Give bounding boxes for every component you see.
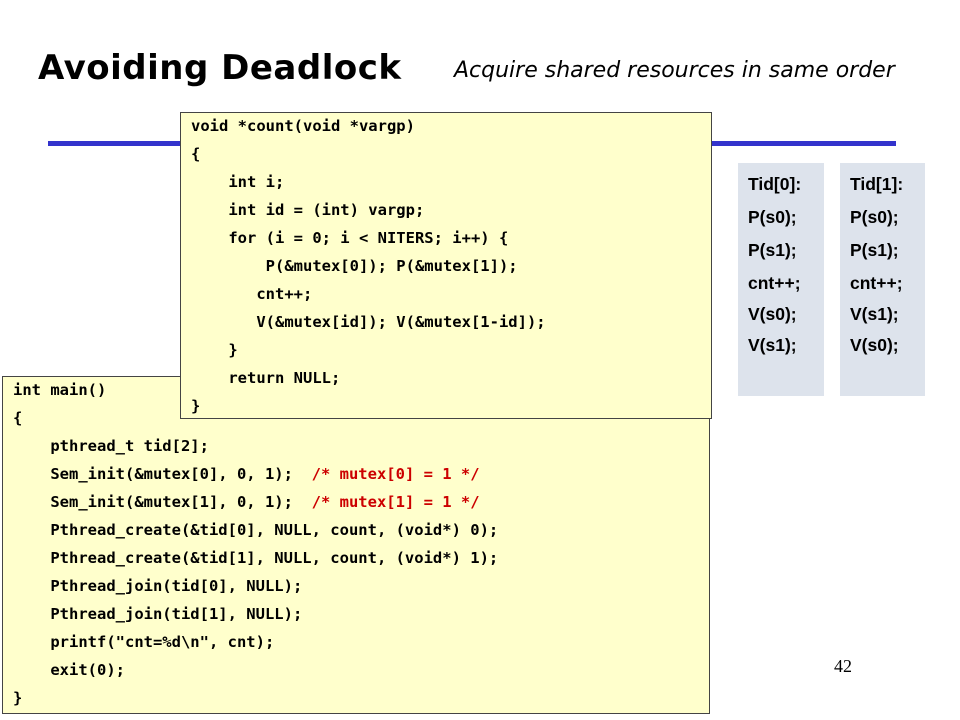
thread-op: V(s1); xyxy=(850,304,899,324)
code-line: int id = (int) vargp; xyxy=(191,201,425,219)
code-line: Pthread_join(tid[1], NULL); xyxy=(13,605,303,623)
code-line: } xyxy=(191,397,201,415)
code-line: Sem_init(&mutex[1], 0, 1); /* mutex[1] =… xyxy=(13,493,480,511)
code-line: Pthread_create(&tid[0], NULL, count, (vo… xyxy=(13,521,499,539)
thread-op: V(s1); xyxy=(748,335,797,355)
slide-subtitle: Acquire shared resources in same order xyxy=(454,58,895,83)
code-comment: /* mutex[1] = 1 */ xyxy=(311,493,480,511)
thread-op: cnt++; xyxy=(748,273,801,293)
code-line: { xyxy=(13,409,23,427)
slide-title: Avoiding Deadlock xyxy=(38,48,402,88)
code-line: V(&mutex[id]); V(&mutex[1-id]); xyxy=(191,313,546,331)
thread-op: P(s1); xyxy=(850,240,899,260)
code-line: P(&mutex[0]); P(&mutex[1]); xyxy=(191,257,518,275)
thread-op: V(s0); xyxy=(748,304,797,324)
code-comment: /* mutex[0] = 1 */ xyxy=(311,465,480,483)
thread-header: Tid[1]: xyxy=(850,174,904,194)
thread-0-panel: Tid[0]: P(s0); P(s1); cnt++; V(s0); V(s1… xyxy=(738,163,824,396)
thread-1-panel: Tid[1]: P(s0); P(s1); cnt++; V(s1); V(s0… xyxy=(840,163,925,396)
thread-header: Tid[0]: xyxy=(748,174,802,194)
code-line: pthread_t tid[2]; xyxy=(13,437,209,455)
code-line: return NULL; xyxy=(191,369,341,387)
thread-op: P(s1); xyxy=(748,240,797,260)
code-line: exit(0); xyxy=(13,661,125,679)
thread-op: P(s0); xyxy=(850,207,899,227)
code-line: printf("cnt=%d\n", cnt); xyxy=(13,633,275,651)
code-line: int main() xyxy=(13,381,107,399)
code-line: Pthread_create(&tid[1], NULL, count, (vo… xyxy=(13,549,499,567)
code-line: Sem_init(&mutex[0], 0, 1); /* mutex[0] =… xyxy=(13,465,480,483)
code-line: for (i = 0; i < NITERS; i++) { xyxy=(191,229,509,247)
main-function-code: int main() { pthread_t tid[2]; Sem_init(… xyxy=(2,376,710,714)
thread-op: cnt++; xyxy=(850,273,903,293)
code-line: } xyxy=(13,689,23,707)
count-function-code: void *count(void *vargp) { int i; int id… xyxy=(180,112,712,419)
code-line: int i; xyxy=(191,173,285,191)
page-number: 42 xyxy=(834,656,852,676)
code-line: cnt++; xyxy=(191,285,313,303)
code-line: void *count(void *vargp) xyxy=(191,117,415,135)
thread-op: P(s0); xyxy=(748,207,797,227)
code-line: { xyxy=(191,145,201,163)
thread-op: V(s0); xyxy=(850,335,899,355)
code-line: Pthread_join(tid[0], NULL); xyxy=(13,577,303,595)
code-line: } xyxy=(191,341,238,359)
